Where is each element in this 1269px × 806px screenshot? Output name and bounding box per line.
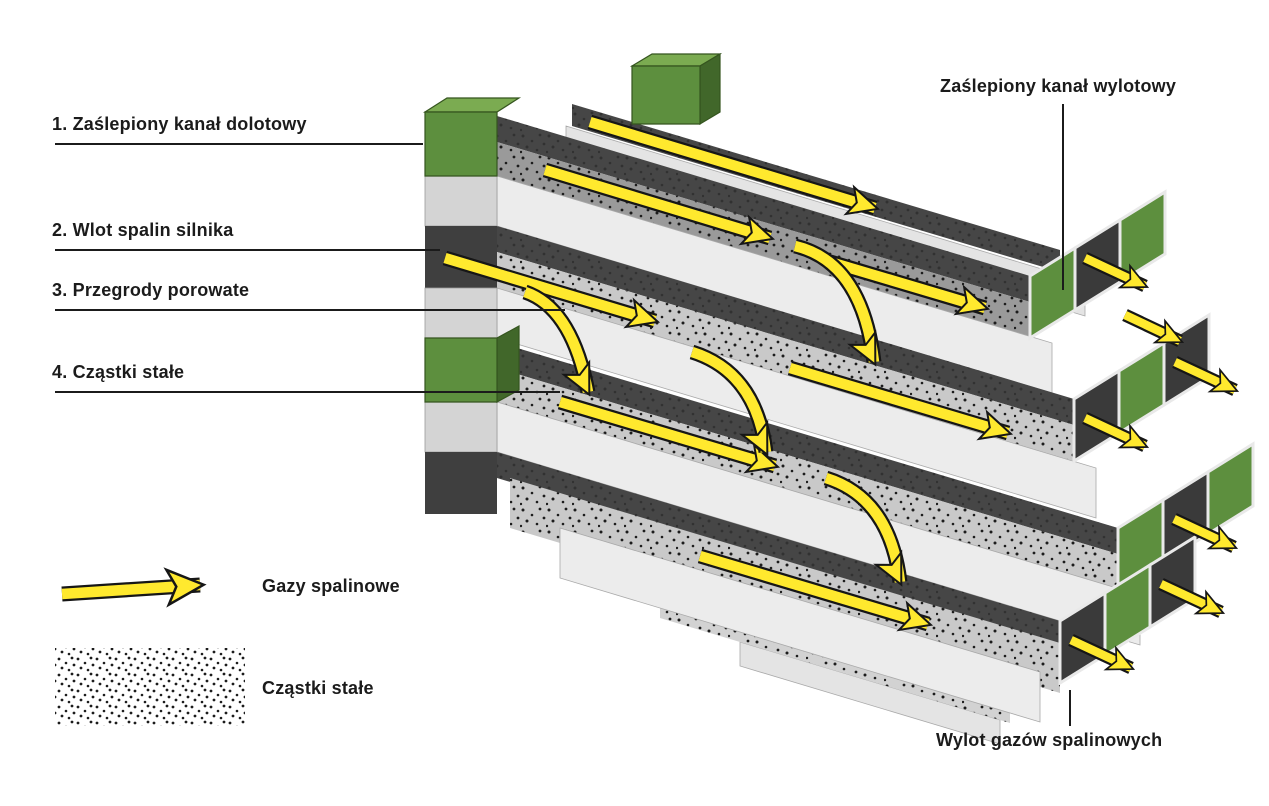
flow-arrow — [542, 162, 778, 254]
flow-arrow — [557, 394, 783, 482]
flow-arrow-through-wall — [689, 344, 781, 462]
legend-gas-label: Gazy spalinowe — [262, 576, 400, 596]
filter-structure — [422, 52, 1255, 745]
outlet-arrow — [1068, 634, 1140, 681]
wall-end-face — [424, 401, 498, 453]
flow-arrow-through-wall — [522, 284, 603, 402]
legend — [55, 566, 245, 726]
flow-arrow-through-wall — [823, 470, 915, 592]
bottom-edge — [739, 641, 1001, 745]
flow-arrow — [442, 250, 663, 337]
wall-end-face — [424, 175, 498, 227]
plugged-outlet-cell — [1117, 340, 1166, 436]
callout-inlet-plugged: 1. Zaślepiony kanał dolotowy — [52, 114, 307, 134]
callout-gas-outlet: Wylot gazów spalinowych — [936, 730, 1163, 750]
gas-flow-arrows — [442, 114, 1244, 681]
plugged-outlet-cell — [1206, 441, 1255, 537]
legend-particles-swatch — [55, 648, 245, 726]
callout-leader-lines — [55, 104, 1071, 726]
legend-particles-label: Cząstki stałe — [262, 678, 374, 698]
open-outlet-cell — [1072, 368, 1121, 464]
outlet-arrow — [1158, 578, 1230, 625]
outlet-arrow — [1172, 356, 1244, 403]
plugged-inlet-end — [422, 97, 522, 177]
outlet-arrow — [1082, 252, 1154, 299]
legend-gas-arrow-icon — [61, 566, 207, 606]
callout-porous-walls: 3. Przegrody porowate — [52, 280, 250, 300]
flow-arrow — [827, 254, 993, 324]
callout-outlet-plugged: Zaślepiony kanał wylotowy — [940, 76, 1177, 96]
flow-arrow-through-wall — [792, 238, 889, 372]
open-inlet-mouth — [425, 452, 497, 514]
outlet-arrow — [1171, 513, 1243, 560]
wall-end-face — [424, 287, 498, 339]
plugged-outlet-cell — [1118, 189, 1167, 285]
plugged-inlet-end-2 — [424, 324, 520, 404]
flow-arrow — [587, 114, 883, 224]
callout-soot-particles: 4. Cząstki stałe — [52, 362, 185, 382]
plugged-channel-end-back — [629, 52, 723, 126]
flow-arrow — [787, 360, 1016, 449]
outlet-arrow — [1122, 309, 1189, 354]
callout-engine-inlet: 2. Wlot spalin silnika — [52, 220, 234, 240]
porous-wall-4 — [559, 527, 1041, 723]
outlet-arrow — [1082, 412, 1154, 459]
flow-arrow — [697, 548, 936, 640]
